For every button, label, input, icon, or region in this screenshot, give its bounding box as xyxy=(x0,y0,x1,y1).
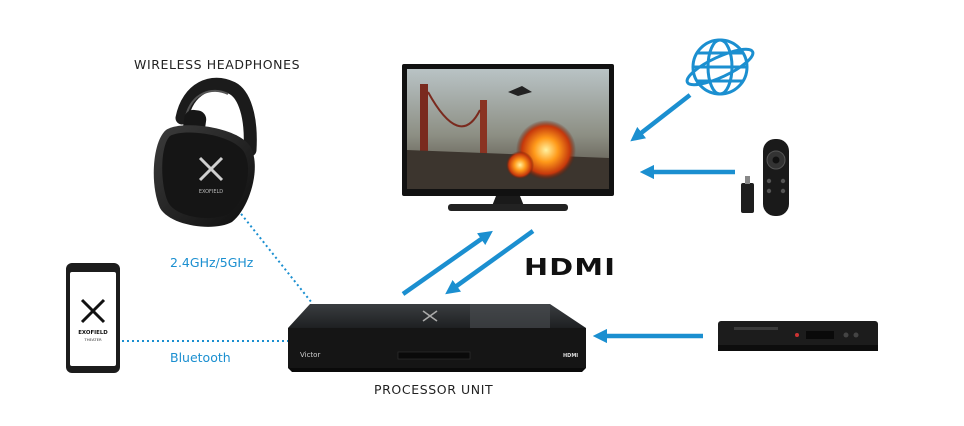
frequency-label: 2.4GHz/5GHz xyxy=(170,255,253,270)
internet-arrow xyxy=(636,95,690,137)
bluray-player-icon xyxy=(718,321,878,351)
remote-icon xyxy=(763,139,789,216)
streaming-stick-icon xyxy=(741,176,754,213)
victor-logo: Victor xyxy=(300,351,320,359)
processor-label: PROCESSOR UNIT xyxy=(374,382,493,397)
wireless-headphones: EXOFIELD xyxy=(154,84,255,227)
hdmi-arrow-down xyxy=(451,231,533,290)
globe-icon xyxy=(683,40,757,94)
smartphone: EXOFIELD THEATER xyxy=(66,263,120,373)
theater-wordmark: THEATER xyxy=(83,337,102,342)
processor-unit: Victor HDMI xyxy=(288,304,586,372)
exofield-wordmark: EXOFIELD xyxy=(78,330,108,336)
hdmi-arrow-up xyxy=(403,235,487,294)
headphones-label: WIRELESS HEADPHONES xyxy=(134,57,300,72)
bluetooth-label: Bluetooth xyxy=(170,350,231,365)
hdmi-logo: HDMI xyxy=(524,255,616,281)
hdmi-badge: HDMI xyxy=(563,353,578,359)
exofield-wordmark: EXOFIELD xyxy=(199,189,223,195)
television xyxy=(402,64,614,211)
